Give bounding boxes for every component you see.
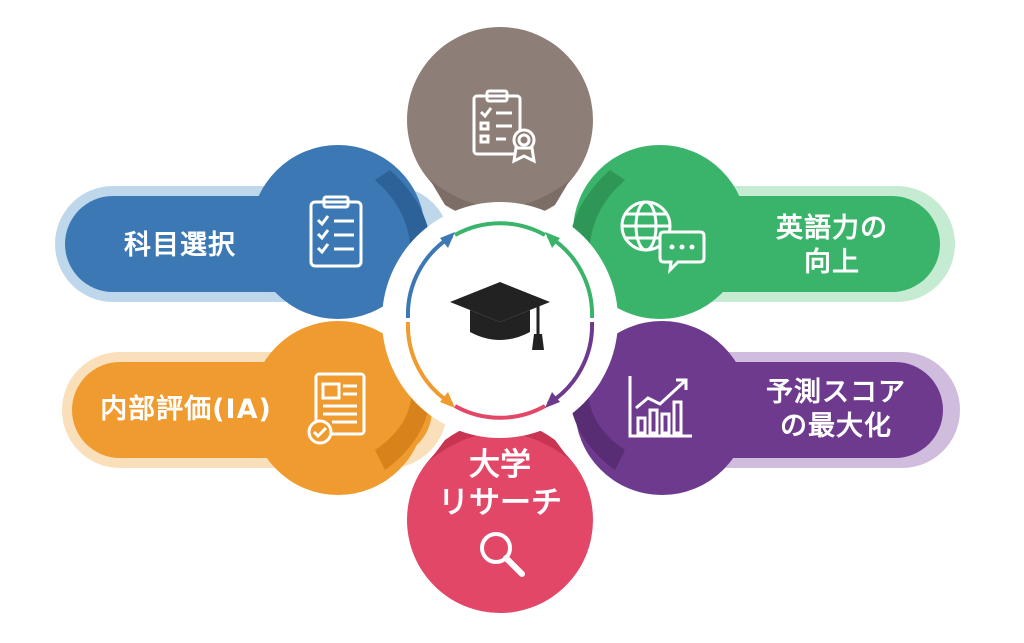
label-english: 英語力の 向上 [776,213,888,278]
rising-chart-icon [626,372,696,442]
document-check-icon [306,370,372,450]
graduation-cap-icon [446,278,554,356]
clipboard-checklist-icon [306,194,366,270]
certificate-checklist-icon [468,86,540,166]
label-university-research: 大学 リサーチ [438,447,562,521]
magnifier-icon [476,528,526,578]
label-internal-assessment: 内部評価(IA) [100,394,272,425]
label-subject-selection: 科目選択 [124,230,236,261]
globe-chat-icon [616,196,708,275]
label-predicted-score: 予測スコア の最大化 [766,377,906,442]
